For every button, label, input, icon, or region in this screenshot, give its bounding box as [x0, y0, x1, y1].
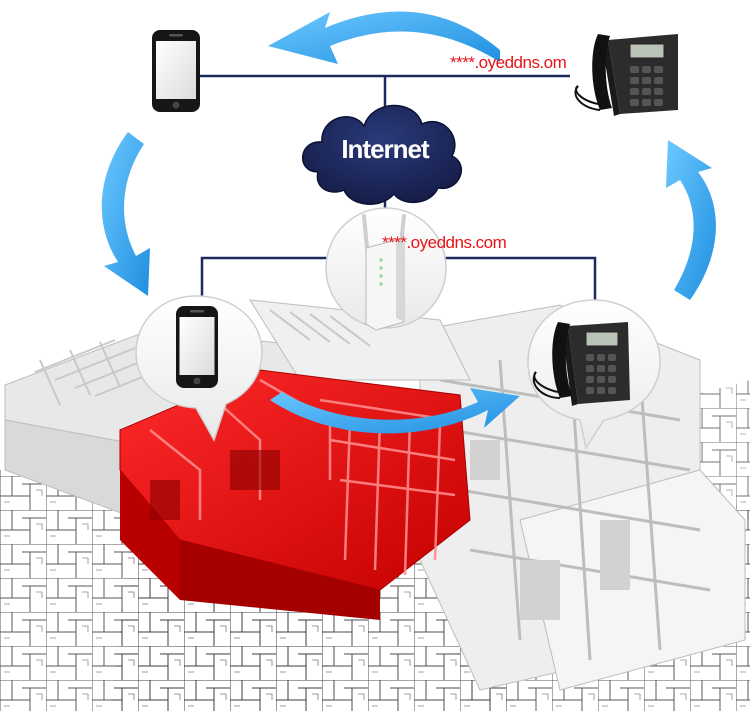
router-ddns-label: ****.oyeddns.com: [382, 233, 507, 252]
arrow-top-icon: [268, 11, 500, 64]
remote-smartphone-icon: [152, 30, 200, 112]
arrow-left-down-icon: [101, 132, 150, 296]
router-icon: [362, 214, 406, 331]
arrow-right-up-icon: [666, 140, 716, 300]
call-flow-arrows: [101, 11, 716, 434]
cloud-icon: [301, 104, 463, 205]
remote-desk-phone-icon: [574, 34, 678, 116]
internet-label: Internet: [341, 134, 430, 164]
arrow-middle-icon: [270, 388, 520, 434]
remote-ddns-label: ****.oyeddns.om: [450, 53, 567, 72]
local-desk-phone-icon: [532, 322, 630, 406]
local-smartphone-icon: [176, 306, 218, 388]
